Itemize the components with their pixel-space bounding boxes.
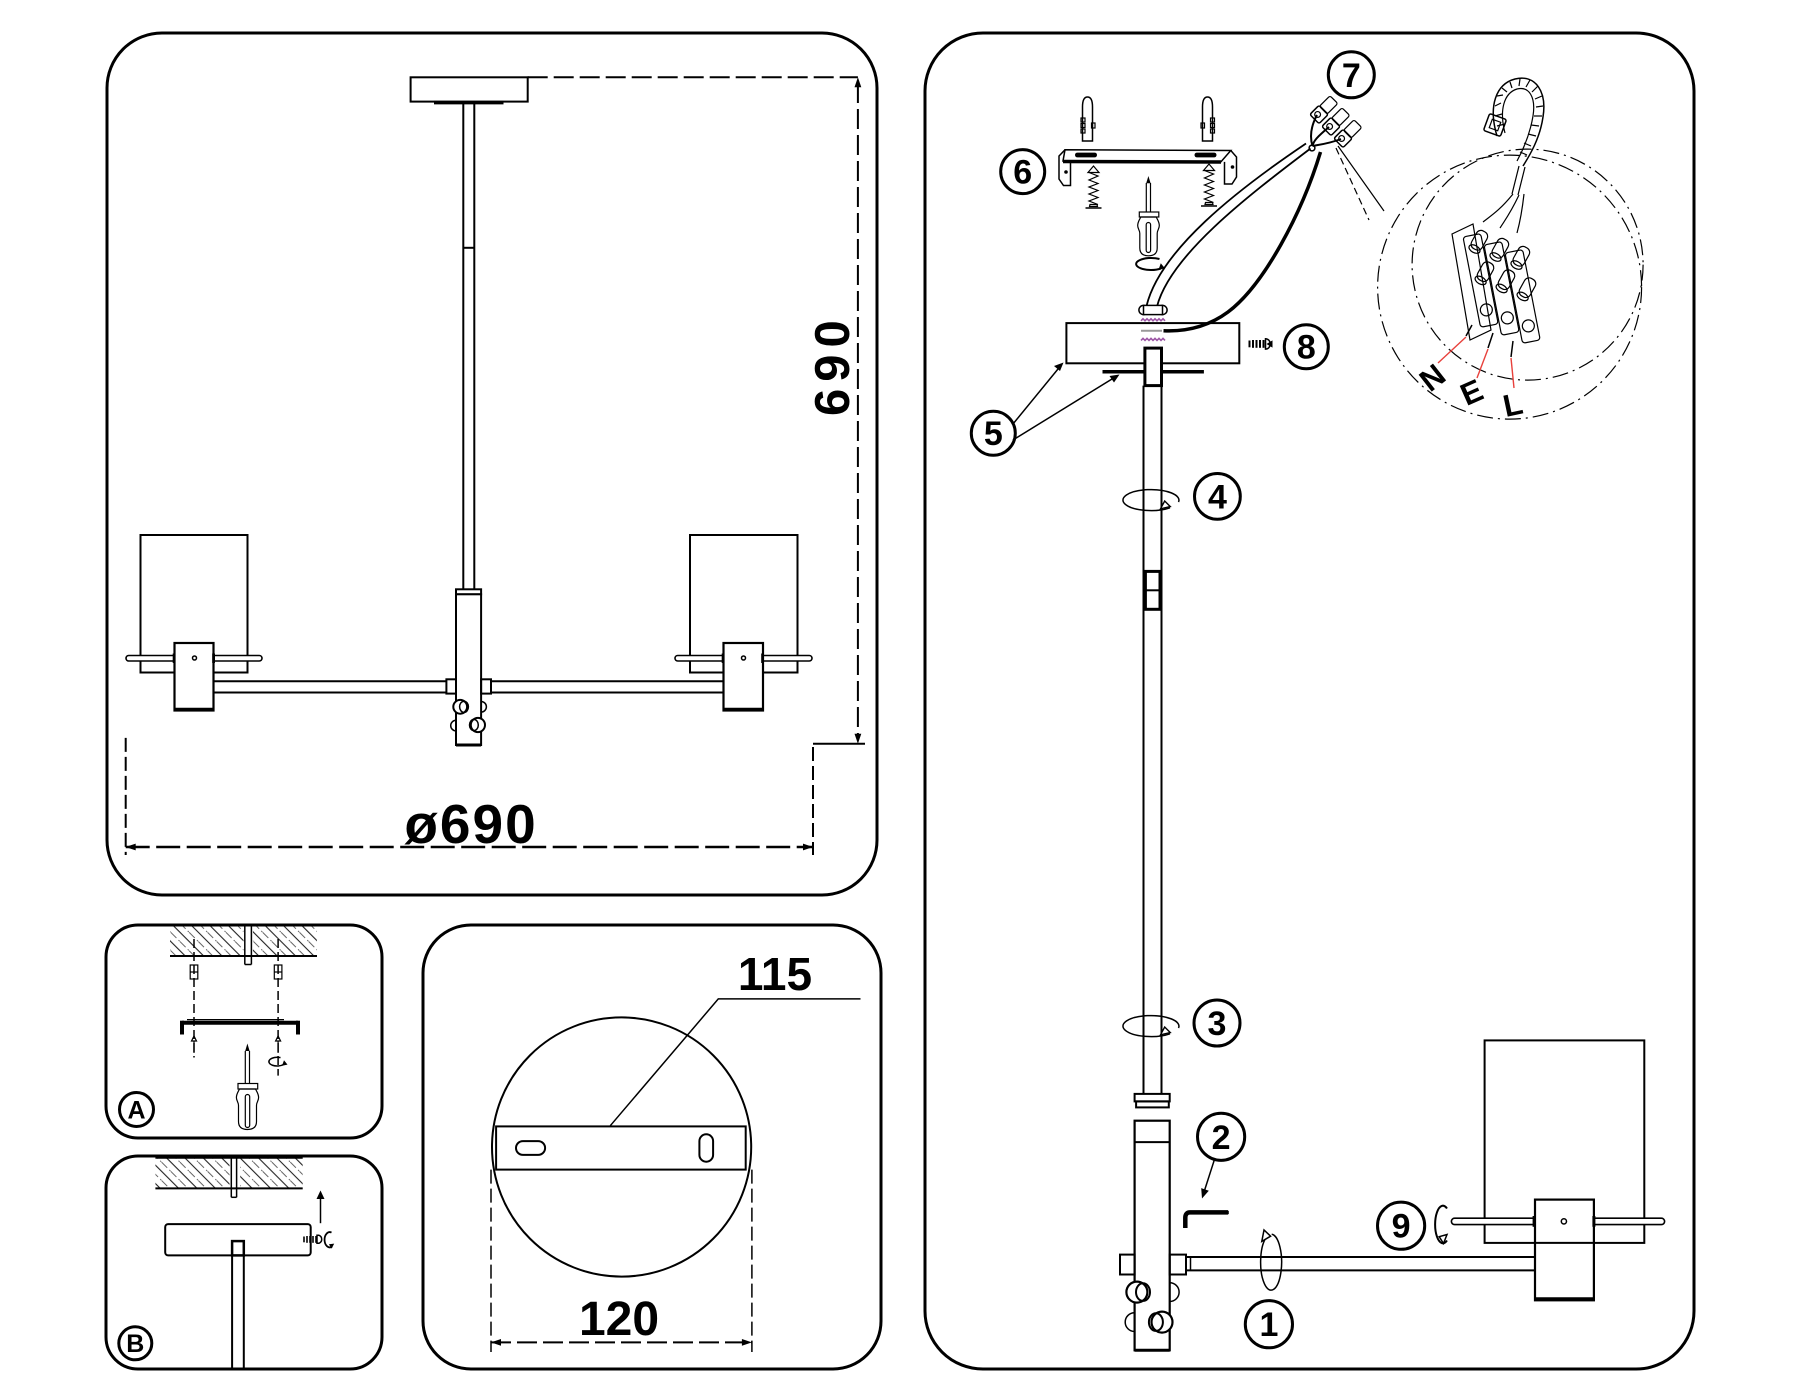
svg-text:A: A (127, 1097, 145, 1125)
svg-text:115: 115 (738, 948, 812, 1000)
svg-text:ø690: ø690 (404, 793, 537, 855)
svg-text:4: 4 (1208, 478, 1227, 516)
svg-text:9: 9 (1392, 1208, 1411, 1246)
svg-text:2: 2 (1212, 1119, 1231, 1157)
svg-text:B: B (126, 1330, 144, 1358)
svg-text:690: 690 (806, 313, 860, 416)
svg-text:120: 120 (579, 1293, 659, 1346)
svg-text:3: 3 (1208, 1005, 1227, 1043)
svg-text:7: 7 (1342, 57, 1361, 95)
svg-text:1: 1 (1259, 1306, 1278, 1344)
svg-text:5: 5 (984, 415, 1003, 453)
svg-text:8: 8 (1297, 329, 1316, 367)
svg-text:6: 6 (1013, 154, 1032, 192)
